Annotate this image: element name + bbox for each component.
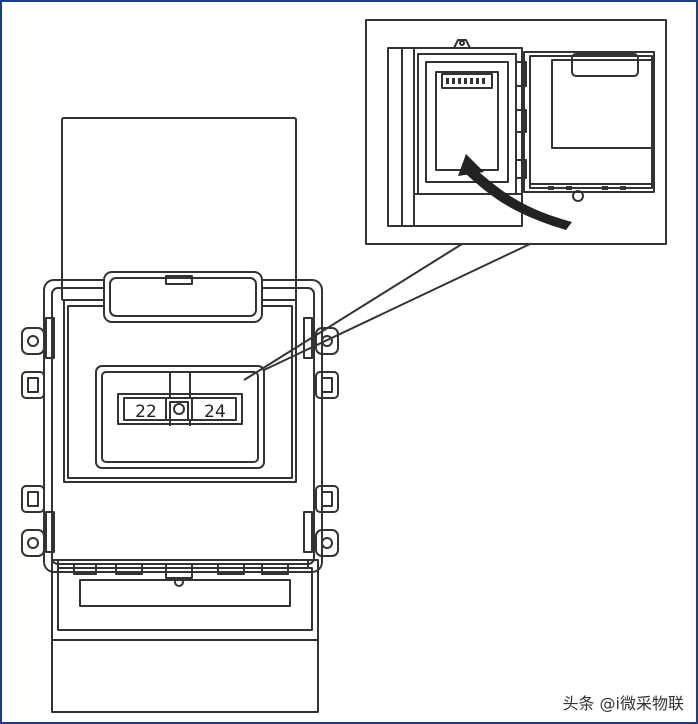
inset-digits (446, 78, 485, 84)
cover-handle (103, 271, 263, 323)
inset-hinge-marks (548, 186, 626, 190)
curved-arrow (458, 154, 572, 230)
counter-left-digits: 22 (135, 402, 157, 422)
watermark: 头条 @i微采物联 (562, 694, 684, 713)
counter-right-digits: 24 (204, 402, 226, 422)
counter-window (95, 365, 265, 469)
bottom-clips (57, 559, 309, 587)
inset-open-cover (515, 51, 655, 202)
inset-meter (387, 39, 523, 227)
callout-beam (243, 243, 531, 381)
left-mounting-tabs (21, 317, 55, 557)
